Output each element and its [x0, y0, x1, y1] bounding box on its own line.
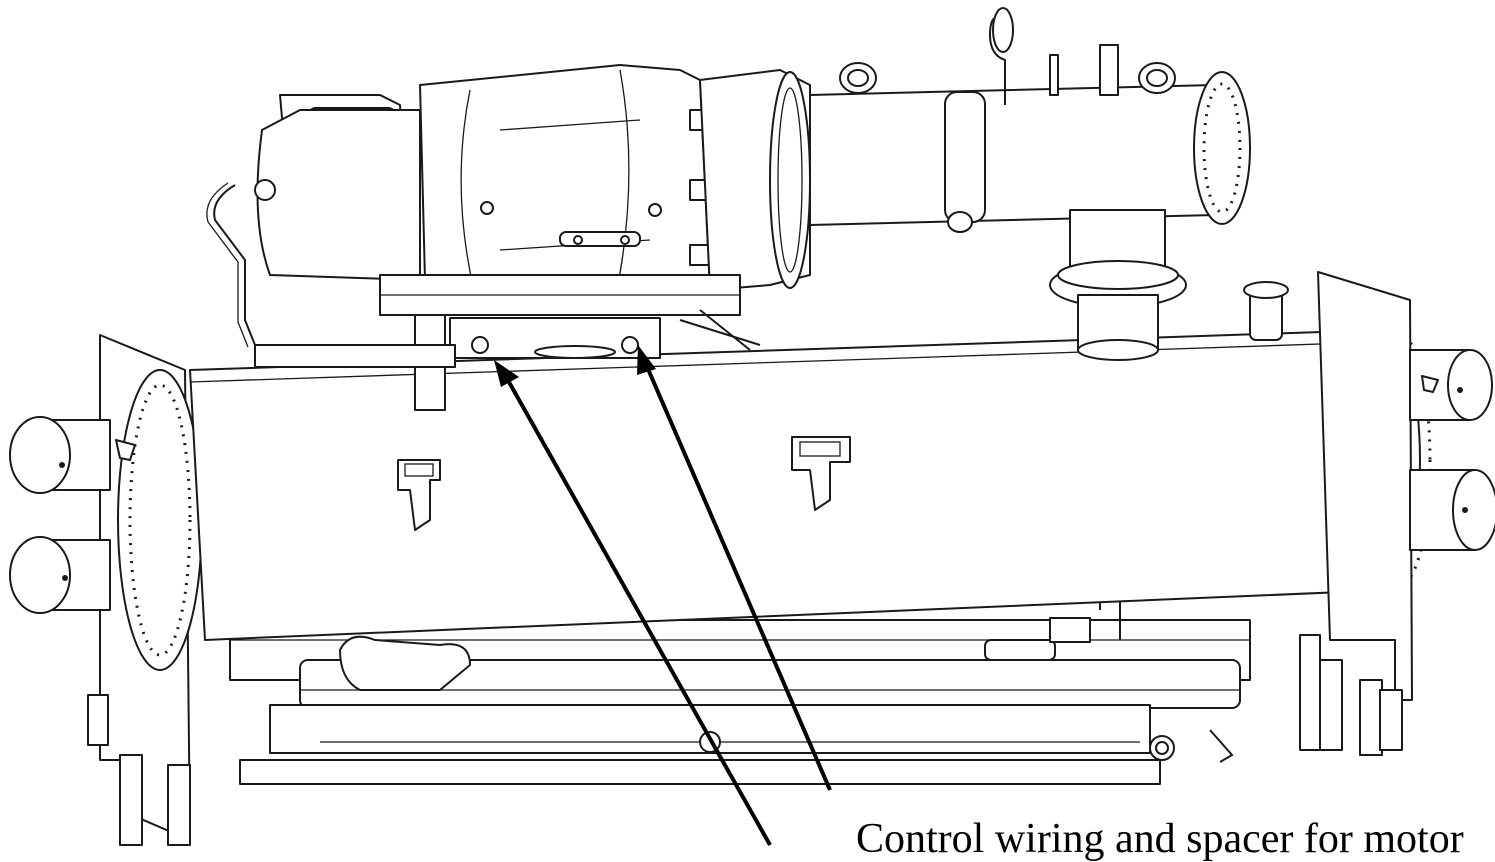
arrowhead-1	[494, 360, 519, 387]
arrowhead-2	[637, 345, 656, 375]
callout-label: Control wiring and spacer for motor	[856, 816, 1464, 862]
right-end-plate	[1299, 271, 1495, 756]
arrow-line-1	[503, 374, 772, 846]
compressor	[206, 64, 811, 348]
callout-arrows	[494, 345, 832, 846]
main-shell	[189, 324, 1432, 641]
discharge-pipe	[809, 7, 1289, 361]
left-end-plate	[9, 334, 203, 846]
arrow-line-2	[643, 361, 832, 791]
spacer-assembly	[254, 309, 761, 411]
